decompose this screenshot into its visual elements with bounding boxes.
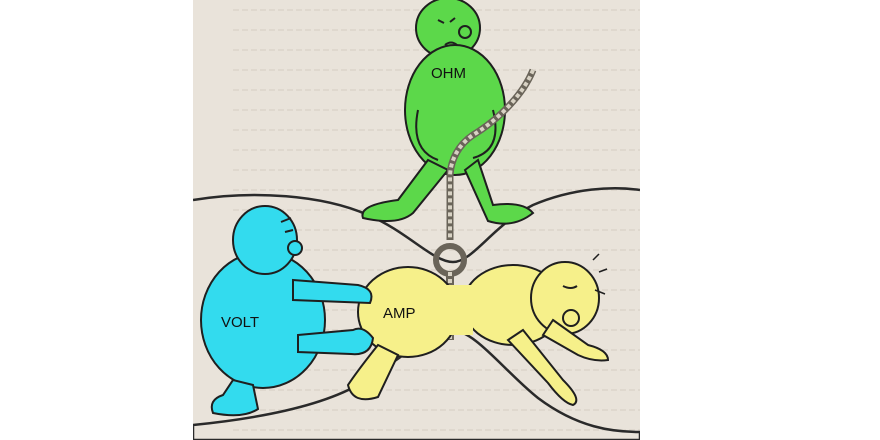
volt-character: VOLT [200, 205, 375, 417]
amp-label: AMP [383, 305, 416, 322]
volt-label: VOLT [221, 314, 259, 331]
cartoon-illustration: OHM AMP [193, 0, 640, 440]
ohm-character: OHM [361, 0, 535, 225]
conductor-top-edge [193, 186, 640, 264]
illustration-svg: OHM AMP [193, 0, 640, 440]
ohm-label: OHM [431, 65, 466, 82]
amp-character: AMP [346, 253, 610, 407]
